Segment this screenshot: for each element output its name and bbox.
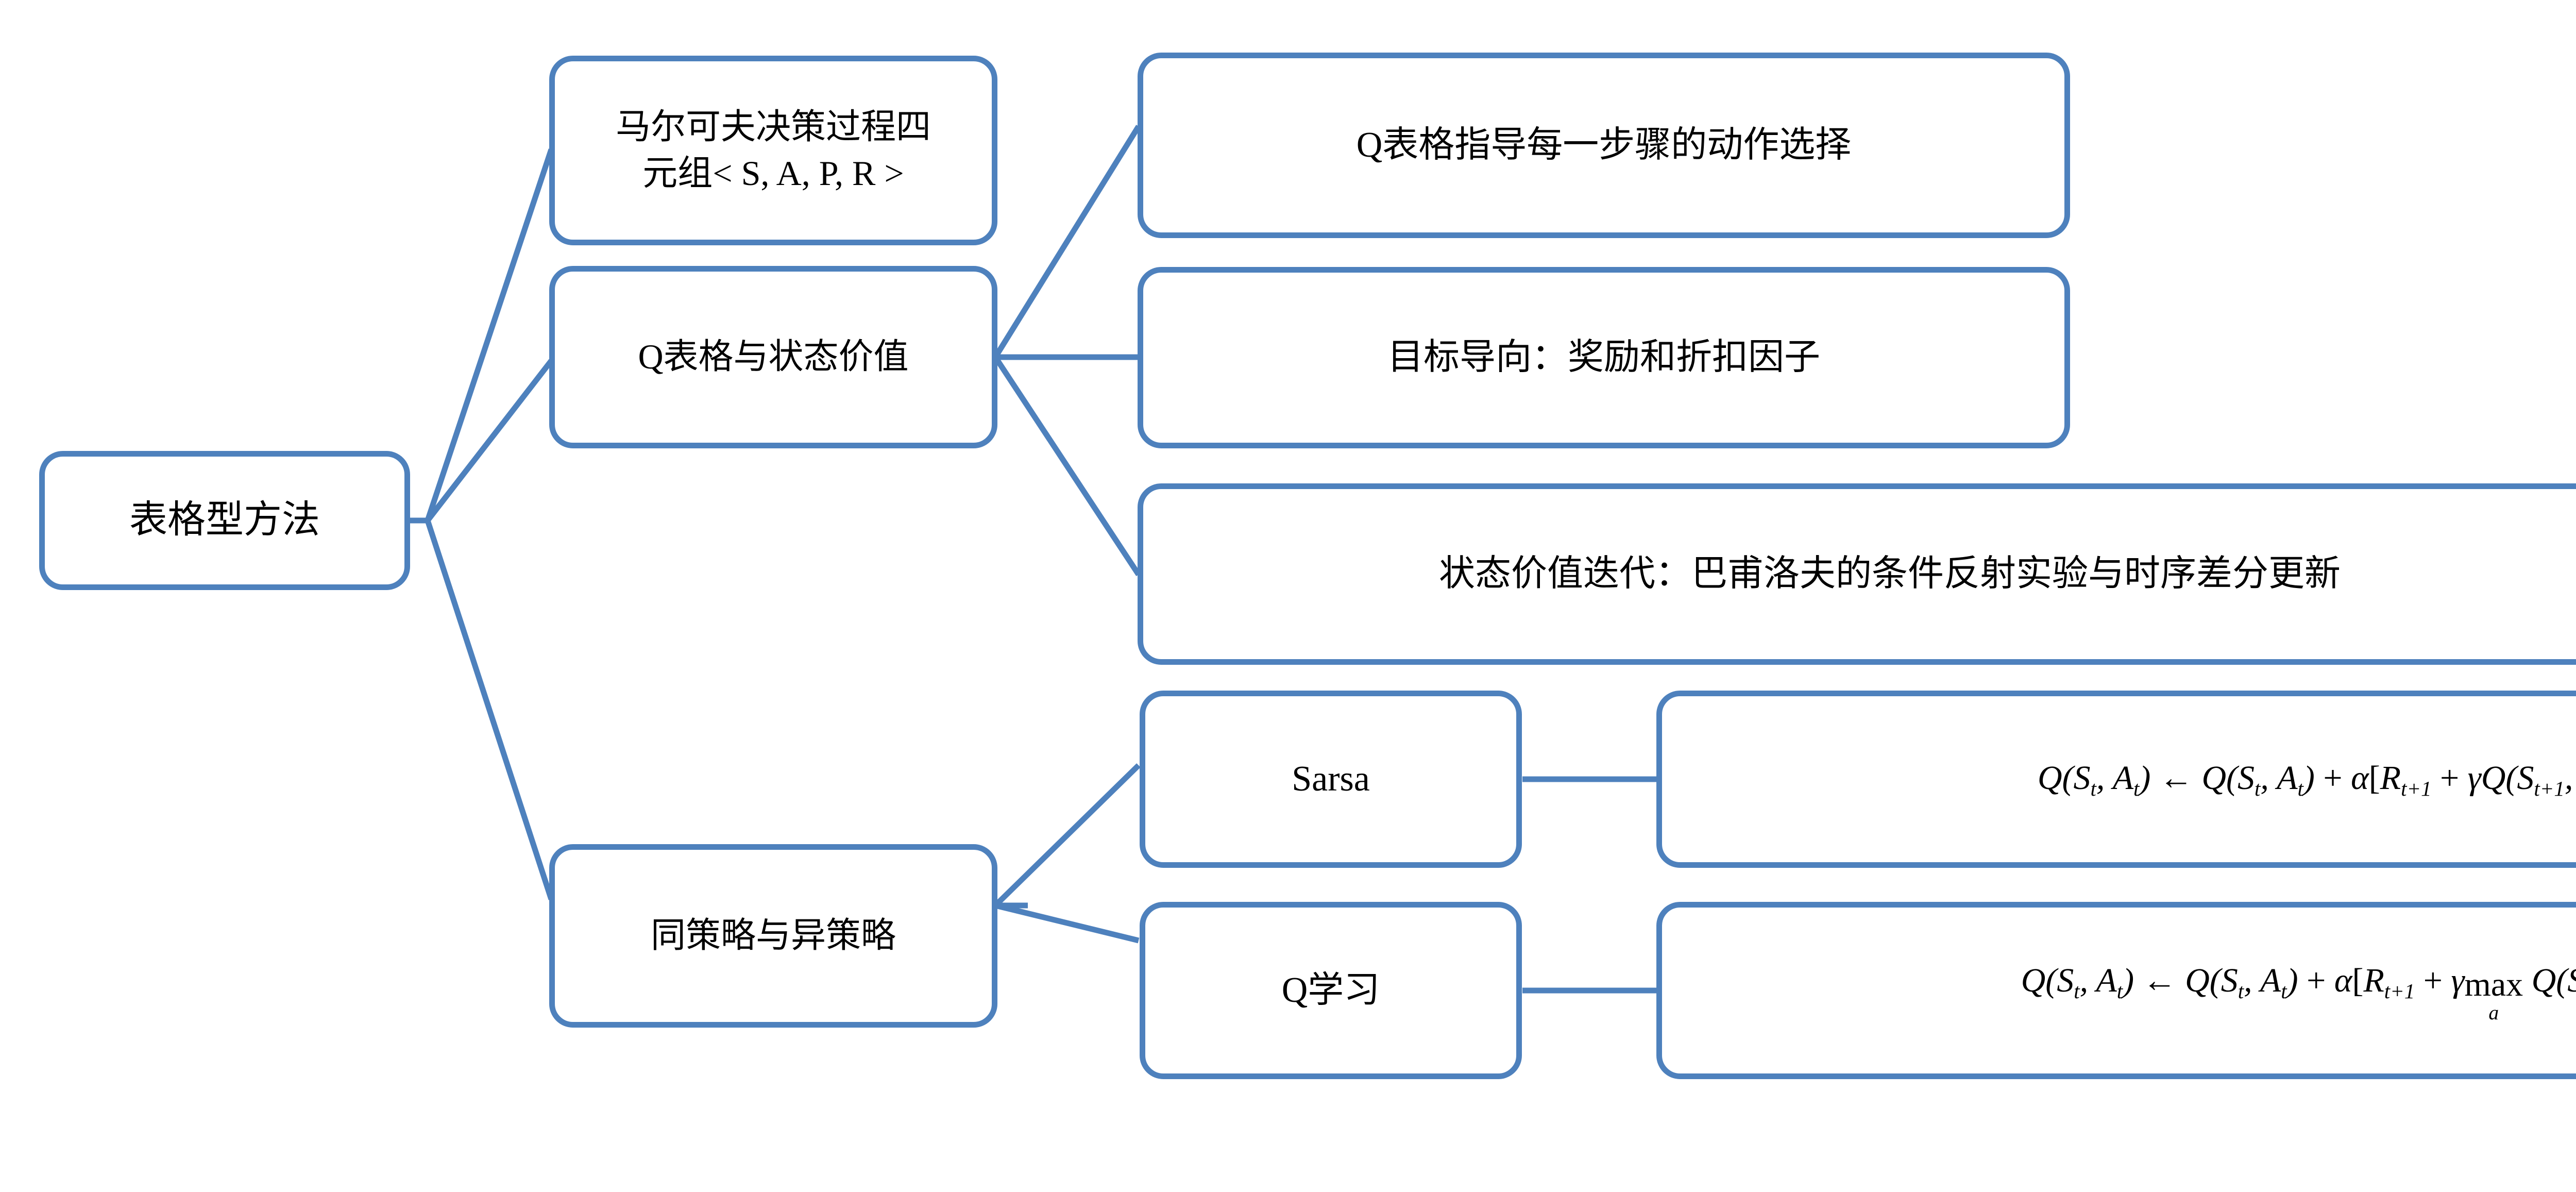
node-goal-oriented-label: 目标导向：奖励和折扣因子 (1387, 337, 1820, 377)
node-qtable[interactable]: Q表格与状态价值 (549, 266, 997, 448)
wire-qtable-to-leaf3 (993, 355, 1141, 577)
wire-onoff-to-qlearn (994, 902, 1140, 944)
wire-root-to-onoff (425, 519, 554, 900)
wire-root-to-qtable (425, 359, 554, 523)
node-q-action-select[interactable]: Q表格指导每一步骤的动作选择 (1138, 53, 2070, 238)
node-root[interactable]: 表格型方法 (39, 451, 410, 590)
node-root-label: 表格型方法 (129, 499, 320, 542)
node-sarsa[interactable]: Sarsa (1140, 691, 1522, 868)
node-q-action-select-label: Q表格指导每一步骤的动作选择 (1356, 125, 1852, 165)
node-value-iteration-label: 状态价值迭代：巴甫洛夫的条件反射实验与时序差分更新 (1439, 553, 2341, 594)
node-qlearning-label: Q学习 (1281, 970, 1380, 1010)
node-mdp-label: 马尔可夫决策过程四 元组< S, A, P, R > (615, 107, 931, 193)
node-sarsa-formula[interactable]: Q(St, At) ← Q(St, At) + α[Rt+1 + γQ(St+1… (1656, 691, 2576, 868)
node-onoff-policy[interactable]: 同策略与异策略 (549, 844, 997, 1028)
wire-qtable-to-leaf1 (993, 125, 1141, 359)
node-mdp[interactable]: 马尔可夫决策过程四 元组< S, A, P, R > (549, 56, 997, 245)
node-onoff-policy-label: 同策略与异策略 (650, 916, 896, 955)
node-goal-oriented[interactable]: 目标导向：奖励和折扣因子 (1138, 267, 2070, 448)
node-value-iteration[interactable]: 状态价值迭代：巴甫洛夫的条件反射实验与时序差分更新 (1138, 483, 2576, 665)
node-sarsa-label: Sarsa (1292, 759, 1370, 799)
sarsa-formula-text: Q(St, At) ← Q(St, At) + α[Rt+1 + γQ(St+1… (2037, 759, 2573, 801)
wire-onoff-to-sarsa (993, 763, 1141, 908)
wire-root-to-mdp (425, 148, 554, 522)
node-qtable-label: Q表格与状态价值 (638, 337, 909, 377)
node-qlearning[interactable]: Q学习 (1140, 902, 1522, 1079)
